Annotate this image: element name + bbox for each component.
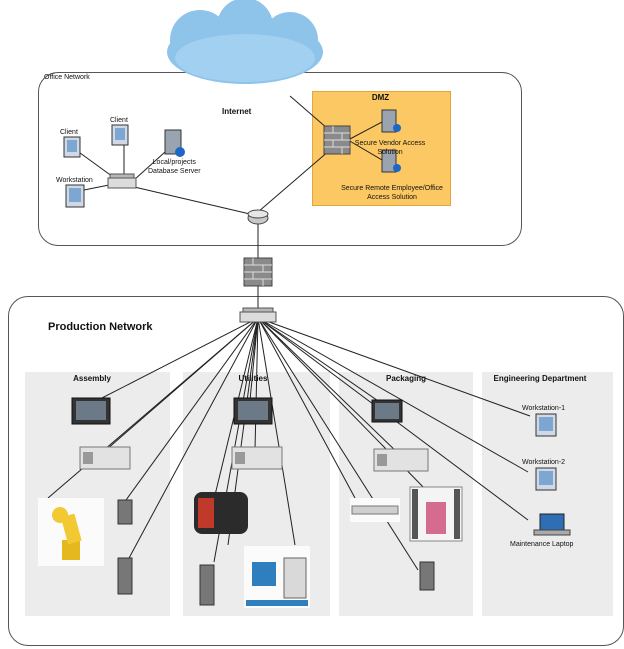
remote-access-label: Secure Remote Employee/Office Access Sol…	[341, 185, 443, 201]
engineering-title: Engineering Department	[493, 374, 587, 383]
boiler-icon	[194, 492, 248, 534]
pallet-wrapper-icon	[409, 486, 463, 542]
office-switch-icon	[107, 173, 137, 189]
utilities-title: Utilities	[238, 374, 268, 383]
utilities-plc-icon	[231, 446, 283, 470]
workstation-1-label: Workstation-1	[522, 405, 566, 412]
assembly-plc-icon	[79, 446, 131, 470]
internet-cloud-icon	[167, 0, 323, 84]
assembly-actuator-1-icon	[117, 499, 133, 525]
production-network-title: Production Network	[48, 321, 153, 333]
engineering-zone	[482, 372, 613, 616]
workstation-2-label: Workstation-2	[522, 459, 566, 466]
internet-label: Internet	[222, 107, 252, 116]
production-switch-icon	[239, 307, 277, 323]
remote-access-server-icon	[381, 149, 401, 173]
vendor-access-server-icon	[381, 109, 401, 133]
conveyor-icon	[350, 498, 400, 522]
assembly-hmi-icon	[71, 397, 111, 425]
utilities-actuator-icon	[199, 564, 215, 606]
client-1-icon	[63, 136, 81, 158]
workstation-1-icon	[535, 413, 557, 437]
maintenance-laptop-icon	[533, 513, 571, 536]
packaging-title: Packaging	[385, 374, 426, 383]
maintenance-laptop-label: Maintenance Laptop	[510, 541, 574, 548]
packaging-hmi-icon	[371, 399, 403, 423]
assembly-title: Assembly	[73, 374, 111, 383]
client-1-label: Client	[60, 129, 78, 136]
utilities-hmi-icon	[233, 397, 273, 425]
workstation-2-icon	[535, 467, 557, 491]
client-2-icon	[111, 124, 129, 146]
assembly-actuator-2-icon	[117, 557, 133, 595]
dmz-title: DMZ	[371, 93, 390, 102]
workstation-label: Workstation	[56, 177, 93, 184]
server-label: Local/projects Database Server	[148, 159, 201, 175]
dmz-firewall-icon	[323, 125, 351, 155]
packaging-plc-icon	[373, 448, 429, 472]
workstation-icon	[65, 184, 85, 208]
main-firewall-icon	[243, 257, 273, 287]
office-network-title: Office Network	[44, 74, 90, 81]
packaging-actuator-icon	[419, 561, 435, 591]
client-2-label: Client	[110, 117, 128, 124]
pump-skid-icon	[244, 546, 310, 608]
assembly-robot-icon	[38, 498, 104, 566]
server-icon	[164, 129, 185, 157]
vendor-access-label: Secure Vendor Access Solution	[354, 140, 426, 156]
router-icon	[247, 209, 269, 225]
